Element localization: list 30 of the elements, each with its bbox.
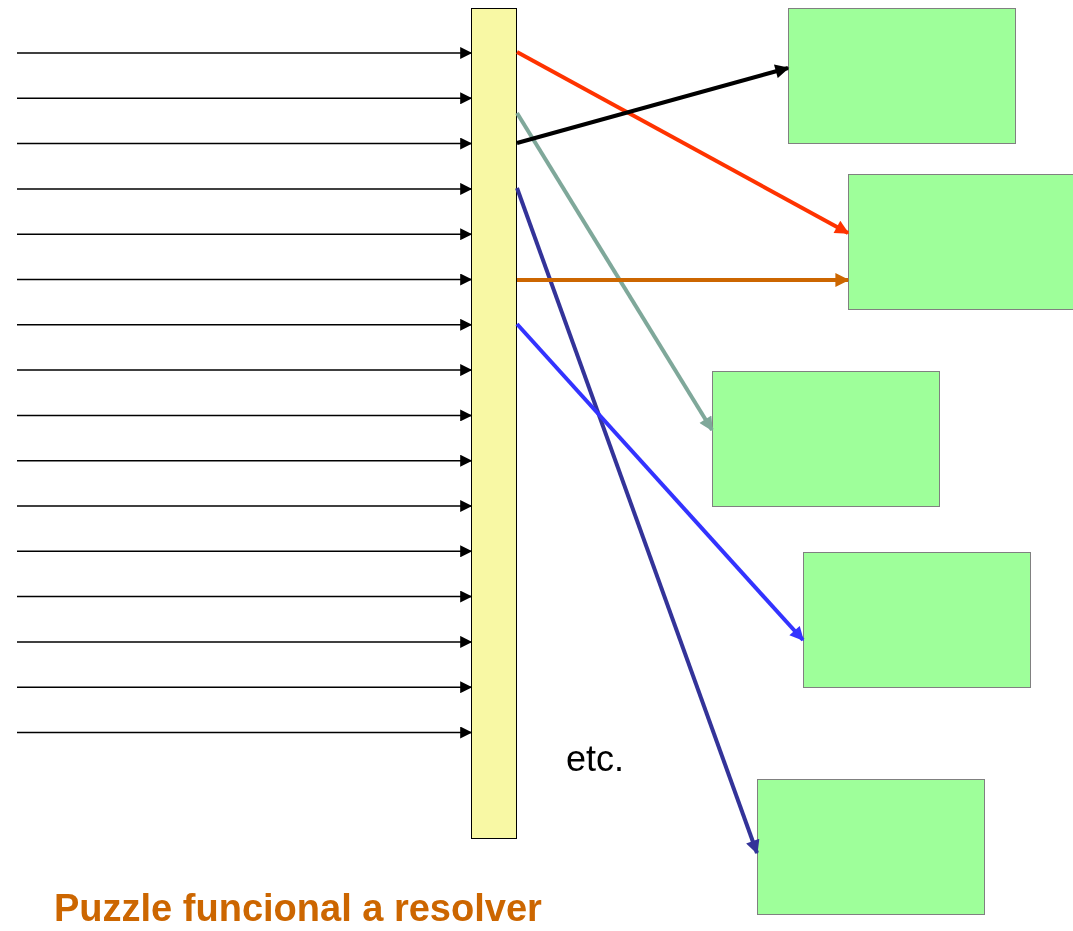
arrow — [16, 681, 473, 694]
caption: Puzzle funcional a resolver — [54, 887, 542, 930]
arrow — [16, 635, 473, 648]
arrow — [516, 64, 790, 145]
arrow — [515, 322, 805, 642]
output-box — [848, 174, 1073, 310]
arrow — [16, 228, 473, 241]
arrow — [16, 590, 473, 603]
arrow — [16, 137, 473, 150]
output-box — [712, 371, 940, 507]
arrow — [16, 47, 473, 59]
arrow — [16, 92, 473, 105]
arrow — [16, 726, 473, 739]
arrow — [16, 500, 473, 512]
arrow — [16, 454, 473, 467]
output-box — [788, 8, 1016, 144]
input-bar — [471, 8, 517, 839]
arrow — [515, 111, 714, 432]
output-box — [757, 779, 985, 915]
arrow — [16, 545, 473, 558]
arrow — [16, 318, 473, 331]
note-text: etc. — [566, 738, 625, 780]
arrow — [16, 364, 473, 377]
arrow — [16, 182, 473, 195]
output-box — [803, 552, 1031, 688]
arrow — [16, 409, 473, 422]
arrow — [515, 187, 760, 855]
arrow — [516, 50, 850, 235]
arrow — [16, 273, 473, 286]
arrow — [517, 273, 850, 287]
